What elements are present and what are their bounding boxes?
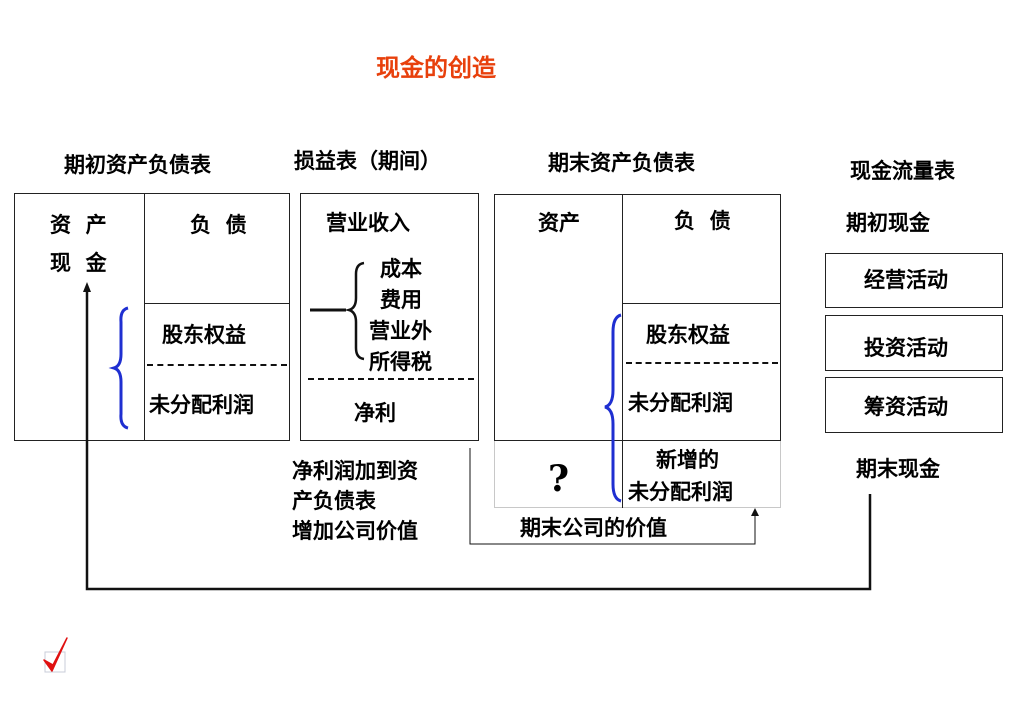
investing-activities-label: 投资活动 xyxy=(864,335,948,360)
closing-bs-dashed-line xyxy=(626,362,778,364)
deduction-non-operating: 营业外 xyxy=(369,318,432,343)
closing-bs-extension xyxy=(494,441,781,508)
opening-balance-sheet xyxy=(14,193,290,441)
deduction-expense: 费用 xyxy=(380,287,422,312)
closing-cash-label: 期末现金 xyxy=(856,456,940,481)
net-profit-note-line-1: 净利润加到资 xyxy=(292,458,418,483)
revenue-label: 营业收入 xyxy=(326,210,410,235)
question-mark: ? xyxy=(548,458,570,500)
opening-bs-assets-label: 资 产 xyxy=(50,212,107,237)
company-value-arrowhead xyxy=(751,508,759,516)
investing-activities-box xyxy=(825,315,1003,371)
closing-bs-liabilities-label: 负 债 xyxy=(674,208,731,233)
opening-bs-liability-divider xyxy=(144,303,290,304)
closing-equity-brace xyxy=(604,313,622,503)
financing-activities-label: 筹资活动 xyxy=(864,394,948,419)
opening-equity-brace xyxy=(108,306,129,430)
cash-loop-line xyxy=(85,290,872,591)
opening-bs-cash-label: 现 金 xyxy=(50,250,107,275)
closing-balance-sheet-header: 期末资产负债表 xyxy=(548,150,695,175)
closing-bs-assets-label: 资产 xyxy=(538,210,580,235)
cash-flow-header: 现金流量表 xyxy=(850,158,955,183)
opening-bs-divider xyxy=(144,193,145,441)
checkmark-icon xyxy=(43,637,68,673)
opening-bs-equity-label: 股东权益 xyxy=(162,322,246,347)
financing-activities-box xyxy=(825,377,1003,433)
opening-bs-liabilities-label: 负 债 xyxy=(190,212,247,237)
income-stmt-dashed-line xyxy=(308,378,474,380)
net-profit-note-line-2: 产负债表 xyxy=(292,488,376,513)
deduction-income-tax: 所得税 xyxy=(369,349,432,374)
closing-bs-divider xyxy=(622,194,623,508)
opening-bs-retained-label: 未分配利润 xyxy=(149,392,254,417)
new-retained-label-2: 未分配利润 xyxy=(628,479,733,504)
closing-company-value-label: 期末公司的价值 xyxy=(520,515,667,540)
cash-loop-arrowhead xyxy=(83,282,91,292)
page-title: 现金的创造 xyxy=(376,53,496,82)
operating-activities-box xyxy=(825,253,1003,308)
company-value-bracket xyxy=(469,448,756,545)
net-profit-label: 净利 xyxy=(354,400,396,425)
closing-bs-retained-label: 未分配利润 xyxy=(628,390,733,415)
opening-balance-sheet-header: 期初资产负债表 xyxy=(64,152,211,177)
opening-cash-label: 期初现金 xyxy=(846,210,930,235)
closing-bs-liability-divider xyxy=(622,303,781,304)
operating-activities-label: 经营活动 xyxy=(864,267,948,292)
closing-bs-equity-label: 股东权益 xyxy=(646,322,730,347)
new-retained-label-1: 新增的 xyxy=(656,447,719,472)
opening-bs-dashed-line xyxy=(147,364,287,366)
closing-balance-sheet xyxy=(494,194,781,441)
net-profit-note-line-3: 增加公司价值 xyxy=(292,518,418,543)
income-statement xyxy=(300,193,479,441)
income-statement-header: 损益表（期间） xyxy=(294,148,441,173)
deduction-cost: 成本 xyxy=(380,256,422,281)
income-deduction-brace xyxy=(344,261,365,361)
